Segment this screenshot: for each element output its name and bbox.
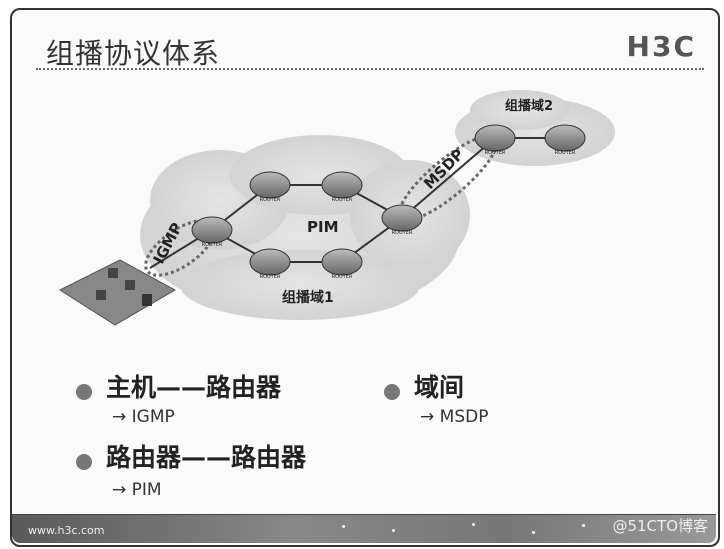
sparkle bbox=[532, 531, 535, 534]
router: ROUTER bbox=[249, 171, 291, 203]
svg-text:ROUTER: ROUTER bbox=[392, 230, 413, 236]
router: ROUTER bbox=[381, 204, 423, 236]
pim-label: PIM bbox=[307, 218, 339, 236]
bullet-router-router: 路由器——路由器 bbox=[76, 438, 306, 474]
bullet-inter-domain: 域间 bbox=[384, 368, 464, 404]
bullet-dot bbox=[76, 383, 92, 400]
svg-text:ROUTER: ROUTER bbox=[485, 150, 506, 156]
router: ROUTER bbox=[249, 248, 291, 280]
domain1-label: 组播域1 bbox=[282, 289, 334, 306]
watermark: @51CTO博客 bbox=[612, 517, 708, 535]
footer-url: www.h3c.com bbox=[28, 524, 105, 537]
svg-text:ROUTER: ROUTER bbox=[202, 242, 223, 248]
svg-text:ROUTER: ROUTER bbox=[260, 274, 281, 280]
domain2-label: 组播域2 bbox=[505, 98, 553, 114]
bullet-dot bbox=[384, 383, 400, 400]
sub-msdp: → MSDP bbox=[420, 407, 489, 427]
slide-title: 组播协议体系 bbox=[46, 37, 221, 70]
title-divider bbox=[36, 68, 704, 70]
footer-bar: www.h3c.com @51CTO博客 bbox=[12, 514, 716, 543]
bullet-text: 主机——路由器 bbox=[106, 373, 282, 402]
sparkle bbox=[582, 524, 585, 527]
bullet-text: 域间 bbox=[414, 373, 465, 402]
h3c-logo: H3C bbox=[626, 30, 696, 63]
host-lan bbox=[58, 259, 177, 326]
router: ROUTER bbox=[544, 124, 586, 156]
router: ROUTER bbox=[191, 216, 233, 248]
sparkle bbox=[392, 529, 395, 532]
bullet-text: 路由器——路由器 bbox=[106, 443, 307, 472]
router: ROUTER bbox=[321, 248, 363, 280]
svg-text:ROUTER: ROUTER bbox=[332, 197, 353, 203]
sub-igmp: → IGMP bbox=[112, 407, 175, 427]
sparkle bbox=[342, 525, 345, 528]
svg-text:ROUTER: ROUTER bbox=[555, 150, 576, 156]
sparkle bbox=[472, 523, 475, 526]
bullet-dot bbox=[76, 453, 92, 470]
bullet-host-router: 主机——路由器 bbox=[76, 368, 281, 404]
router: ROUTER bbox=[321, 171, 363, 203]
svg-text:ROUTER: ROUTER bbox=[260, 197, 281, 203]
router: ROUTER bbox=[474, 124, 516, 156]
svg-text:ROUTER: ROUTER bbox=[332, 274, 353, 280]
sub-pim: → PIM bbox=[112, 480, 162, 500]
